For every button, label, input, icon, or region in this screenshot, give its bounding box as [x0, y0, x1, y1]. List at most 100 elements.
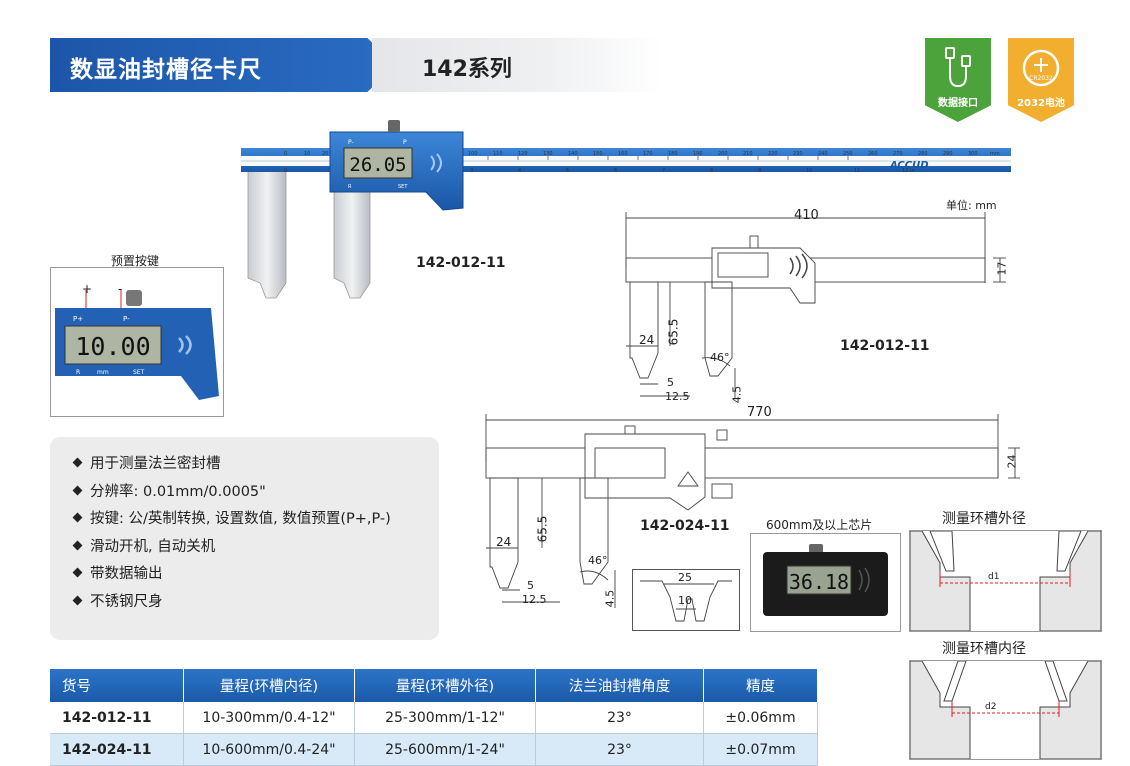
chip-display-value: 36.18 — [789, 570, 849, 594]
drawing2-height: 24 — [1005, 454, 1019, 469]
battery-badge: CR2032 2032电池 — [1008, 38, 1074, 122]
preset-plus: + — [82, 282, 93, 296]
table-cell: 10-600mm/0.4-24" — [183, 733, 355, 766]
drawing2-model: 142-024-11 — [640, 518, 730, 534]
table-header: 量程(环槽外径) — [354, 669, 536, 702]
table-header: 法兰油封槽角度 — [535, 669, 704, 702]
drawing1-model: 142-012-11 — [840, 338, 930, 354]
caliper-model-label: 142-012-11 — [416, 255, 506, 271]
table-header: 量程(环槽内径) — [183, 669, 355, 702]
table-cell: 23° — [535, 702, 704, 734]
preset-btn-r-label: R — [76, 369, 80, 376]
scale-top-13: 200 — [718, 151, 728, 157]
spec-table: 货号 量程(环槽内径) 量程(环槽外径) 法兰油封槽角度 精度 142-012-… — [50, 669, 818, 766]
scale-top-6: 130 — [543, 151, 553, 157]
battery-label: 2032电池 — [1017, 98, 1065, 109]
series-banner: 142系列 — [372, 38, 662, 92]
scale-top-19: 260 — [868, 151, 878, 157]
scale-top-17: 240 — [818, 151, 828, 157]
scale-bottom-6: 8 — [710, 168, 713, 174]
scale-top-22: 290 — [943, 151, 953, 157]
preset-display-value: 10.00 — [75, 332, 150, 361]
scale-top-3: 100 — [468, 151, 478, 157]
coin-battery-icon: CR2032 — [1022, 49, 1060, 87]
feature-item: 带数据输出 — [72, 561, 439, 589]
drawing2-w5: 5 — [527, 579, 534, 592]
scale-top-5: 120 — [518, 151, 528, 157]
table-cell: ±0.07mm — [703, 733, 818, 766]
unit-label: 单位: mm — [946, 199, 997, 212]
table-cell: 142-012-11 — [50, 702, 184, 734]
chip-title: 600mm及以上芯片 — [766, 518, 873, 532]
caliper-btn-p-label: P — [403, 139, 407, 146]
preset-minus: - — [118, 282, 123, 296]
measure-inner-diagram — [909, 660, 1102, 760]
groove-profile — [632, 569, 740, 631]
drawing2-tip: 4.5 — [603, 589, 617, 608]
table-cell: 25-300mm/1-12" — [354, 702, 536, 734]
series-title: 142系列 — [422, 57, 512, 82]
drawing2-angle: 46° — [588, 554, 608, 567]
scale-bottom-5: 7 — [662, 168, 665, 174]
scale-top-12: 190 — [693, 151, 703, 157]
feature-item: 用于测量法兰密封槽 — [72, 451, 439, 479]
scale-top-21: 280 — [918, 151, 928, 157]
title-banner: 数显油封槽径卡尺 — [50, 38, 395, 92]
drawing2-length: 770 — [747, 405, 772, 420]
table-header: 精度 — [703, 669, 818, 702]
table-cell: 25-600mm/1-24" — [354, 733, 536, 766]
caliper-photo: 0 10 20 100 110 120 130 140 150 160 170 … — [241, 120, 1011, 299]
groove-w25: 25 — [678, 571, 692, 584]
drawing1-tip: 4.5 — [730, 385, 744, 404]
caliper-btn-set-label: SET — [398, 184, 408, 190]
features-panel: 用于测量法兰密封槽 分辨率: 0.01mm/0.0005" 按键: 公/英制转换… — [50, 437, 439, 640]
table-cell: 142-024-11 — [50, 733, 184, 766]
drawing1-length: 410 — [794, 208, 819, 223]
drawing1-w125: 12.5 — [665, 390, 690, 403]
scale-bottom-1: 3 — [470, 168, 473, 174]
drawing2-w125: 12.5 — [522, 593, 547, 606]
scale-bottom-4: 6 — [614, 168, 617, 174]
caliper-display-value: 26.05 — [349, 154, 406, 176]
scale-bottom-7: 9 — [758, 168, 761, 174]
feature-item: 滑动开机, 自动关机 — [72, 534, 439, 562]
scale-bottom-2: 4 — [518, 168, 521, 174]
table-cell: ±0.06mm — [703, 702, 818, 734]
preset-inset: 10.00 P+ P- R mm SET — [50, 267, 224, 417]
preset-title: 预置按键 — [111, 254, 160, 268]
chip-photo-frame: 36.18 — [750, 533, 901, 632]
scale-top-8: 150 — [593, 151, 603, 157]
caliper-btn-pm-label: P- — [348, 139, 354, 146]
page-title: 数显油封槽径卡尺 — [70, 57, 262, 83]
scale-bottom-9: 11 — [854, 168, 860, 174]
scale-top-14: 210 — [743, 151, 753, 157]
table-row: 142-012-11 10-300mm/0.4-12" 25-300mm/1-1… — [50, 702, 818, 734]
table-cell: 10-300mm/0.4-12" — [183, 702, 355, 734]
data-port-badge: 数据接口 — [925, 38, 991, 122]
scale-top-16: 230 — [793, 151, 803, 157]
scale-bottom-8: 10 — [806, 168, 812, 174]
data-port-label: 数据接口 — [938, 98, 978, 109]
table-header-row: 货号 量程(环槽内径) 量程(环槽外径) 法兰油封槽角度 精度 — [50, 669, 818, 702]
scale-top-0: 0 — [284, 151, 287, 157]
measure-outer-diagram — [909, 530, 1102, 632]
drawing1-height: 17 — [995, 261, 1009, 276]
caliper-btn-r-label: R — [348, 184, 352, 190]
groove-w10: 10 — [678, 594, 692, 607]
feature-item: 按键: 公/英制转换, 设置数值, 数值预置(P+,P-) — [72, 506, 439, 534]
drawing2-jaw: 65.5 — [535, 515, 550, 543]
drawing1-jaw: 65.5 — [666, 318, 681, 346]
measure-outer-label: d1 — [988, 572, 1000, 582]
coin-text: CR2032 — [1029, 75, 1053, 82]
drawing1-w5: 5 — [667, 376, 674, 389]
measure-outer-title: 测量环槽外径 — [942, 511, 1026, 527]
scale-top-1: 10 — [304, 151, 310, 157]
scale-top-11: 180 — [668, 151, 678, 157]
table-row: 142-024-11 10-600mm/0.4-24" 25-600mm/1-2… — [50, 733, 818, 766]
feature-item: 分辨率: 0.01mm/0.0005" — [72, 479, 439, 507]
scale-top-4: 110 — [493, 151, 503, 157]
measure-inner-frame — [909, 660, 1102, 760]
drawing2-w24: 24 — [496, 535, 512, 549]
technical-drawing-2 — [485, 414, 1020, 608]
preset-btn-p-label: P- — [123, 315, 130, 323]
